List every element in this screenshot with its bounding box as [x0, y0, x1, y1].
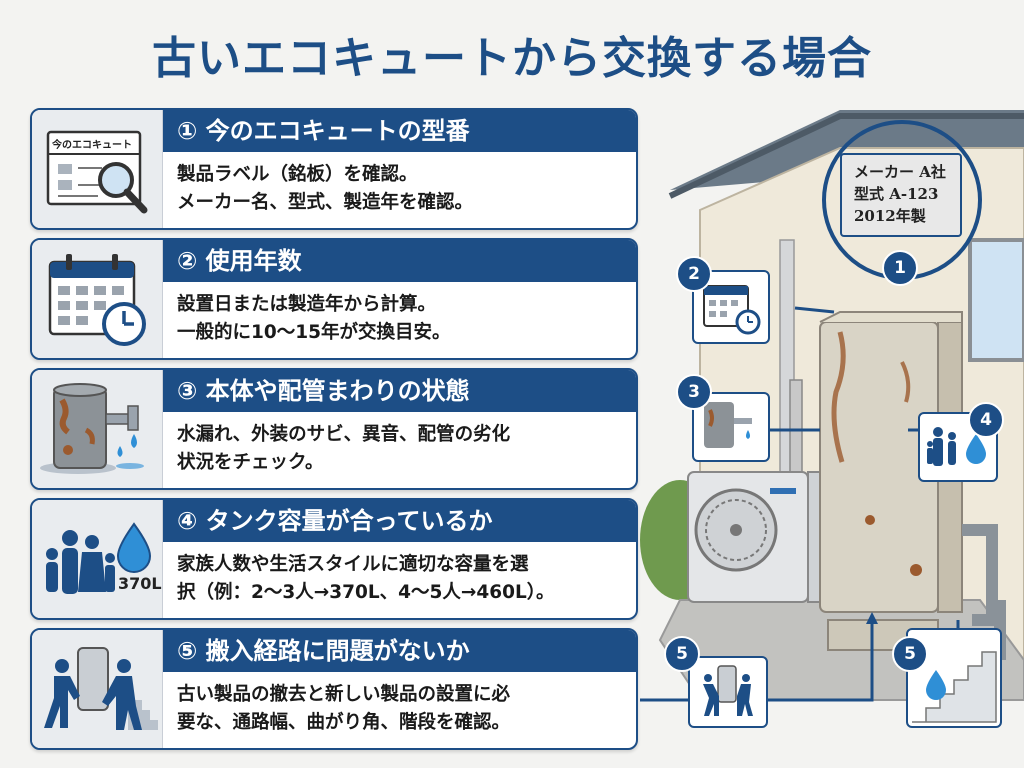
card-heading: ⑤ 搬入経路に問題がないか [163, 630, 636, 672]
movers-carrying-tank-icon [703, 665, 753, 716]
nameplate-label: メーカー A社 型式 A-123 2012年製 [840, 153, 962, 237]
calendar-clock-icon [703, 285, 761, 335]
card-heading: ④ タンク容量が合っているか [163, 500, 636, 542]
movers-carrying-tank-icon [32, 630, 163, 748]
callout-badge-5-left: 5 [664, 636, 700, 672]
callout-badge-1: 1 [882, 250, 918, 286]
card-line: 古い製品の撤去と新しい製品の設置に必 [177, 684, 511, 705]
family-water-icon: 370L [32, 500, 163, 618]
card-body: 水漏れ、外装のサビ、異音、配管の劣化 状況をチェック。 [163, 412, 636, 488]
card-line: 状況をチェック。 [177, 452, 324, 473]
nameplate-maker: メーカー A社 [854, 163, 946, 181]
card-line: 製品ラベル（銘板）を確認。 [177, 164, 418, 185]
checklist-card-condition: ③ 本体や配管まわりの状態 水漏れ、外装のサビ、異音、配管の劣化 状況をチェック… [30, 368, 638, 490]
callout-badge-5-right: 5 [892, 636, 928, 672]
calendar-clock-icon [32, 240, 163, 358]
card-body: 製品ラベル（銘板）を確認。 メーカー名、型式、製造年を確認。 [163, 152, 636, 228]
rusty-tank-leak-icon [704, 402, 752, 448]
checklist-card-delivery-route: ⑤ 搬入経路に問題がないか 古い製品の撤去と新しい製品の設置に必 要な、通路幅、… [30, 628, 638, 750]
callout-badge-4: 4 [968, 402, 1004, 438]
callout-box-movers [688, 656, 768, 728]
card-line: 設置日または製造年から計算。 [177, 294, 437, 315]
card-line: 一般的に10～15年が交換目安。 [177, 322, 451, 343]
stairs-water-icon [912, 651, 997, 723]
callout-box-stairs [906, 628, 1002, 728]
card-line: 要な、通路幅、曲がり角、階段を確認。 [177, 712, 511, 733]
callout-box-calendar [692, 270, 770, 344]
rusty-tank-leak-icon [32, 370, 163, 488]
checklist-card-years-used: ② 使用年数 設置日または製造年から計算。 一般的に10～15年が交換目安。 [30, 238, 638, 360]
card-body: 古い製品の撤去と新しい製品の設置に必 要な、通路幅、曲がり角、階段を確認。 [163, 672, 636, 748]
callout-badge-3: 3 [676, 374, 712, 410]
checklist-card-tank-capacity: 370L ④ タンク容量が合っているか 家族人数や生活スタイルに適切な容量を選 … [30, 498, 638, 620]
family-water-icon [927, 427, 986, 466]
checklist-card-model-number: 今のエコキュート ① 今のエコキュートの型番 製品ラベル（銘板）を確認。 メーカ… [30, 108, 638, 230]
callout-box-capacity [918, 412, 998, 482]
card-line: 択（例：2～3人→370L、4～5人→460L）。 [177, 582, 555, 603]
nameplate-model: 型式 A-123 [854, 185, 939, 203]
icon-caption: 今のエコキュート [52, 140, 132, 151]
card-line: メーカー名、型式、製造年を確認。 [177, 192, 474, 213]
nameplate-year: 2012年製 [854, 207, 926, 225]
card-line: 家族人数や生活スタイルに適切な容量を選 [177, 554, 529, 575]
callout-badge-2: 2 [676, 256, 712, 292]
capacity-label: 370L [118, 574, 162, 593]
card-heading: ③ 本体や配管まわりの状態 [163, 370, 636, 412]
magnifier-document-icon: 今のエコキュート [32, 110, 163, 228]
card-line: 水漏れ、外装のサビ、異音、配管の劣化 [177, 424, 511, 445]
card-heading: ② 使用年数 [163, 240, 636, 282]
card-body: 設置日または製造年から計算。 一般的に10～15年が交換目安。 [163, 282, 636, 358]
card-body: 家族人数や生活スタイルに適切な容量を選 択（例：2～3人→370L、4～5人→4… [163, 542, 636, 618]
card-heading: ① 今のエコキュートの型番 [163, 110, 636, 152]
page-title: 古いエコキュートから交換する場合 [152, 33, 872, 84]
